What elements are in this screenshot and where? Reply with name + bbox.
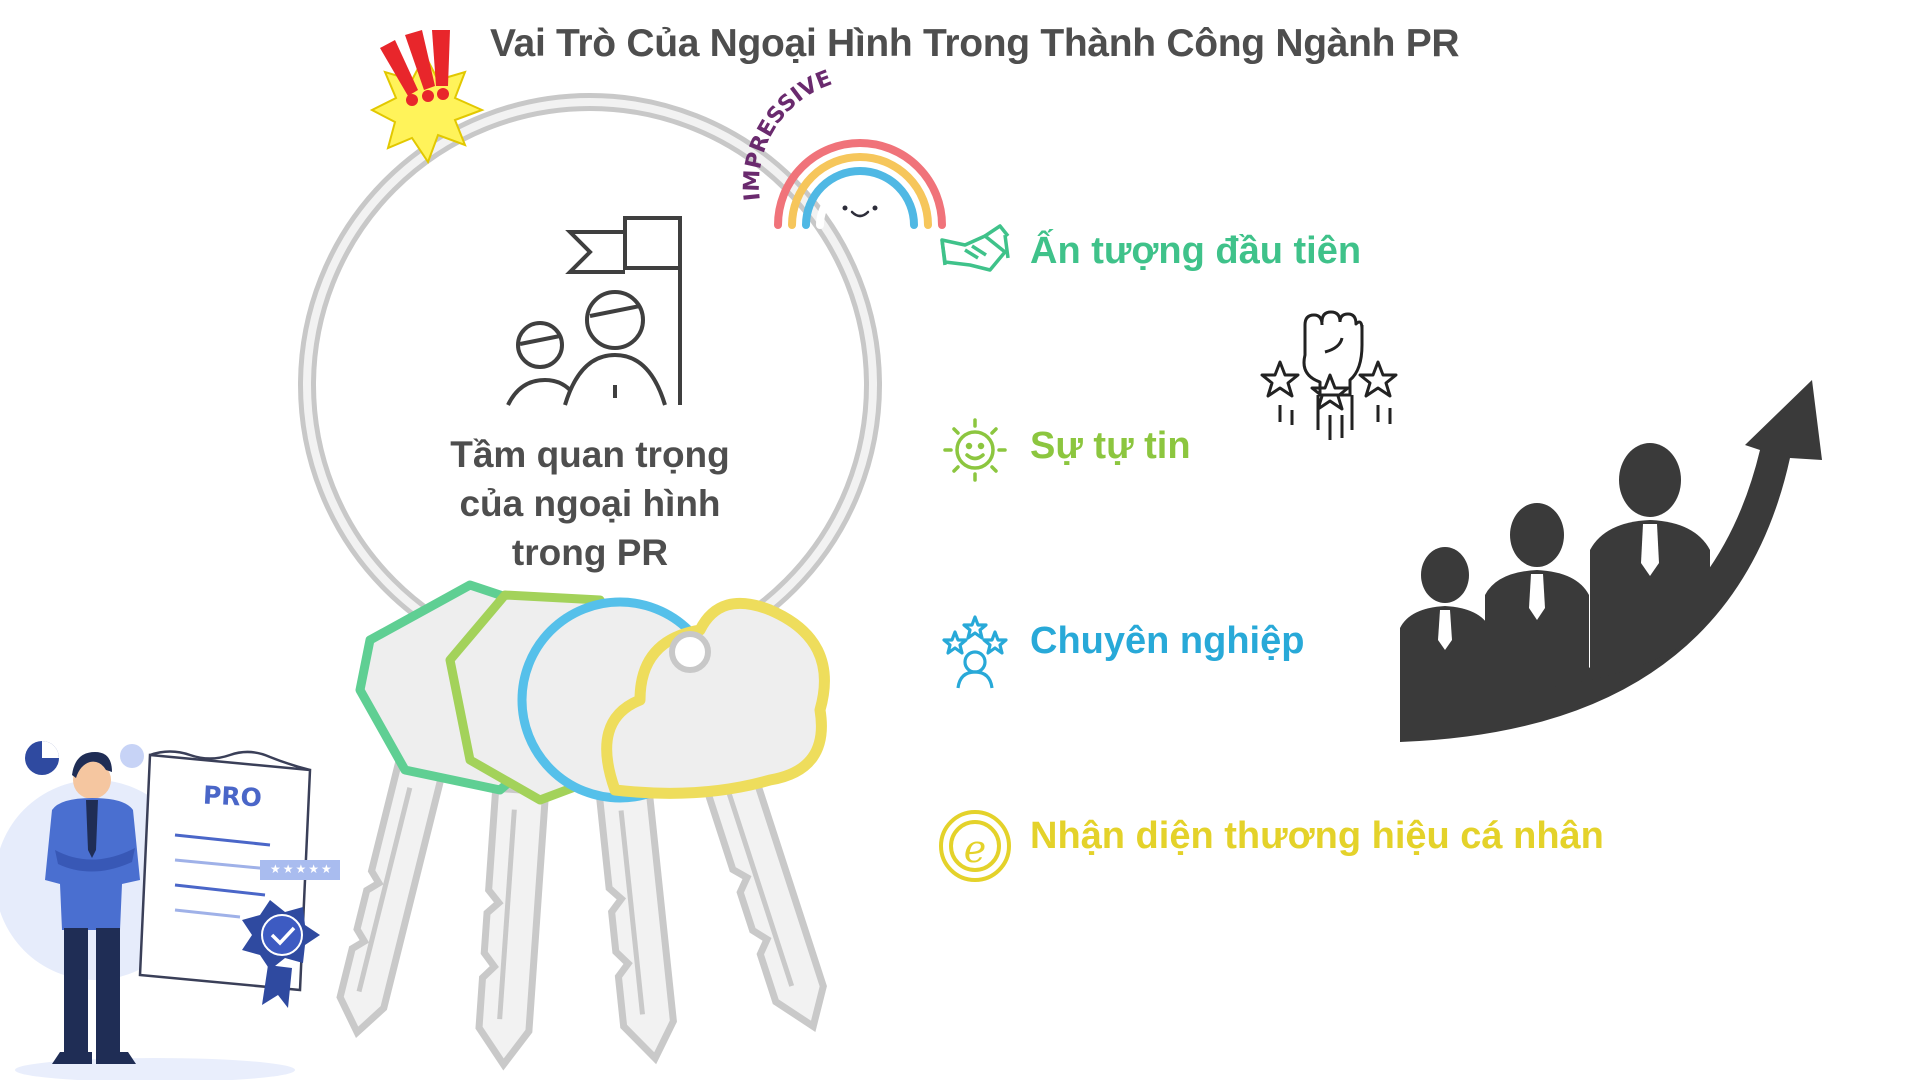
business-growth-icon xyxy=(1400,380,1822,742)
key-blade-green xyxy=(336,760,447,1039)
rainbow-sticker xyxy=(774,139,946,229)
center-label-line: của ngoại hình xyxy=(459,483,721,524)
people-flag-icon xyxy=(506,216,682,406)
infographic-title: Vai Trò Của Ngoại Hình Trong Thành Công … xyxy=(490,22,1460,65)
center-label-line: Tầm quan trọng xyxy=(450,434,730,475)
handshake-icon xyxy=(940,224,1010,272)
smiling-sun-icon xyxy=(943,418,1007,482)
raised-fist-stars-icon xyxy=(1260,310,1398,440)
person-stars-icon xyxy=(942,615,1008,689)
rating-stars: ★★★★★ xyxy=(270,862,334,876)
businessman-certificate-illustration xyxy=(0,741,340,1080)
key-blade-blue xyxy=(595,783,677,1065)
brand-e-icon xyxy=(939,810,1011,882)
item-professional: Chuyên nghiệp xyxy=(1030,620,1305,662)
item-first-impression: Ấn tượng đầu tiên xyxy=(1030,230,1362,272)
key-hole xyxy=(669,631,711,673)
item-personal-brand: Nhận diện thương hiệu cá nhân xyxy=(1030,815,1604,857)
center-label-line: trong PR xyxy=(511,532,669,573)
brand-e-letter: e xyxy=(964,827,987,871)
key-head-yellow xyxy=(601,597,830,799)
key-blade-lime xyxy=(475,784,550,1071)
item-confidence: Sự tự tin xyxy=(1030,425,1191,467)
center-label: Tầm quan trọng của ngoại hình trong PR xyxy=(400,430,780,577)
exclamation-burst-sticker xyxy=(369,30,485,165)
pro-badge-text: PRO xyxy=(202,780,263,813)
key-blade-yellow xyxy=(698,758,827,1032)
